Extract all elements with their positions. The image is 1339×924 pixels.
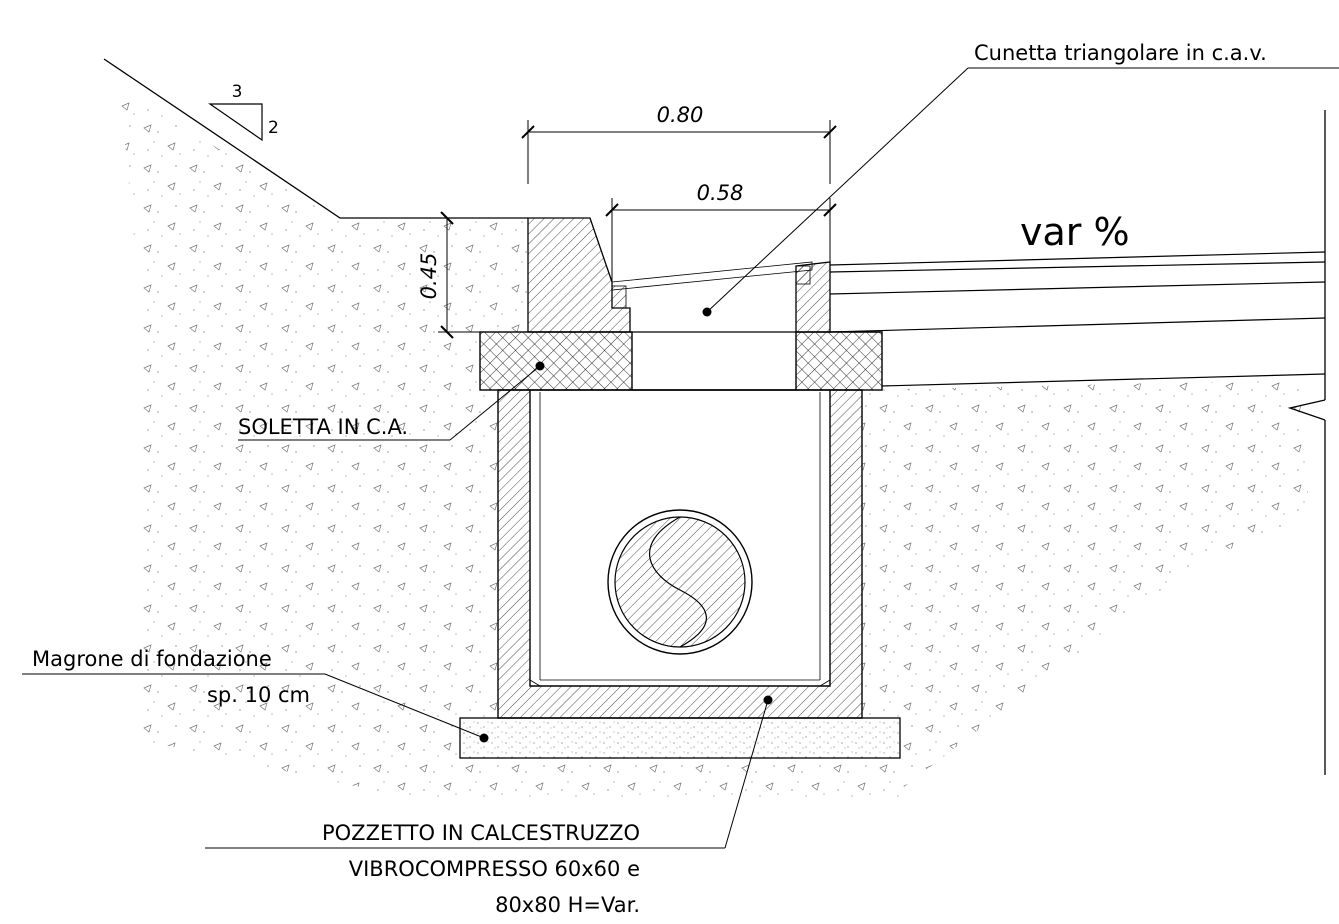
dimension-overall-width-label: 0.80 bbox=[657, 103, 704, 127]
slope-ratio-symbol: 3 2 bbox=[208, 82, 279, 142]
pozzetto-label-line1: POZZETTO IN CALCESTRUZZO bbox=[322, 821, 640, 845]
pozzetto-label-line2: VIBROCOMPRESSO 60x60 e bbox=[349, 857, 640, 881]
dimension-inner-width: 0.58 bbox=[605, 181, 837, 286]
pipe-section bbox=[607, 509, 753, 655]
gutter-left-kerb bbox=[527, 217, 631, 333]
soletta-label: SOLETTA IN C.A. bbox=[238, 415, 408, 439]
dimension-height-label: 0.45 bbox=[417, 253, 441, 300]
dimension-overall-width: 0.80 bbox=[521, 103, 837, 184]
leader-cunetta: Cunetta triangolare in c.a.v. bbox=[702, 41, 1339, 317]
slope-ratio-vertical: 2 bbox=[268, 118, 279, 138]
magrone-label-line1: Magrone di fondazione bbox=[32, 647, 272, 671]
cunetta-label: Cunetta triangolare in c.a.v. bbox=[974, 41, 1267, 65]
gutter-grating bbox=[611, 261, 813, 309]
slope-ratio-horizontal: 3 bbox=[232, 82, 243, 102]
dimension-inner-width-label: 0.58 bbox=[697, 181, 744, 205]
leader-pozzetto: POZZETTO IN CALCESTRUZZO VIBROCOMPRESSO … bbox=[205, 695, 773, 917]
magrone-layer bbox=[459, 717, 901, 759]
road-section-edge bbox=[1287, 110, 1326, 775]
soil-fill bbox=[120, 90, 1310, 800]
pavement-layers bbox=[829, 251, 1326, 387]
dimension-height: 0.45 bbox=[417, 211, 528, 339]
leader-magrone: Magrone di fondazione sp. 10 cm bbox=[22, 647, 489, 743]
soletta-slab bbox=[479, 331, 883, 391]
pozzetto-label-line3: 80x80 H=Var. bbox=[495, 893, 640, 917]
magrone-label-line2: sp. 10 cm bbox=[207, 683, 310, 707]
leader-soletta: SOLETTA IN C.A. bbox=[238, 361, 545, 441]
slope-percent-label: var % bbox=[1020, 210, 1130, 254]
